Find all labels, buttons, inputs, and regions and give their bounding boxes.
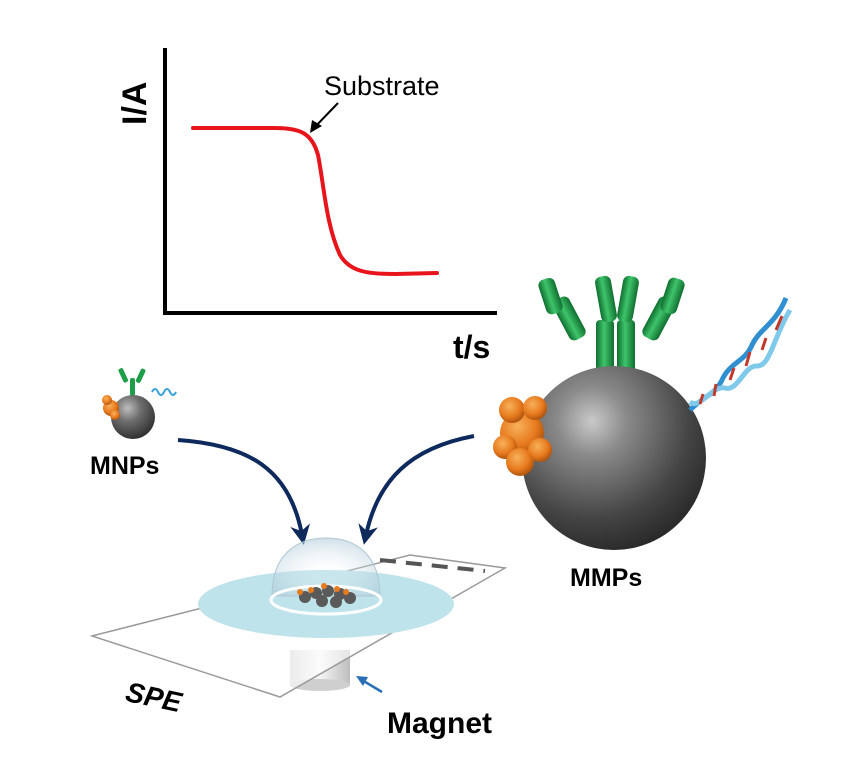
- antibody-icon: [538, 275, 685, 380]
- enzyme-icon: [493, 396, 552, 476]
- droplet-dome: [271, 537, 381, 597]
- current-curve: [191, 126, 439, 277]
- mmp-to-electrode-arrow: [358, 434, 475, 545]
- accumulated-particles: [297, 583, 356, 608]
- spe-label: SPE: [123, 676, 186, 718]
- magnet-pointer-arrow: [356, 676, 383, 694]
- magnet-label: Magnet: [387, 707, 492, 740]
- mnp-to-electrode-arrow: [177, 438, 311, 545]
- current-time-graph: I/A t/s Substrate: [116, 48, 497, 365]
- dna-icon: [151, 388, 177, 396]
- magnetic-particle-icon: [522, 366, 706, 550]
- mmps-label: MMPs: [570, 564, 642, 592]
- substrate-pointer-arrow: [310, 102, 339, 133]
- x-axis-label: t/s: [453, 329, 490, 365]
- mnp-particle: MNPs: [90, 368, 177, 480]
- dna-icon: [688, 297, 793, 412]
- mnps-label: MNPs: [90, 452, 159, 480]
- substrate-annotation: Substrate: [324, 71, 440, 101]
- antibody-icon: [118, 368, 146, 396]
- electrode-icon: SPE: [89, 537, 508, 718]
- mmp-particle: MMPs: [493, 275, 793, 592]
- enzyme-icon: [102, 395, 120, 420]
- magnetic-particle-icon: [111, 395, 155, 439]
- y-axis-label: I/A: [116, 82, 154, 125]
